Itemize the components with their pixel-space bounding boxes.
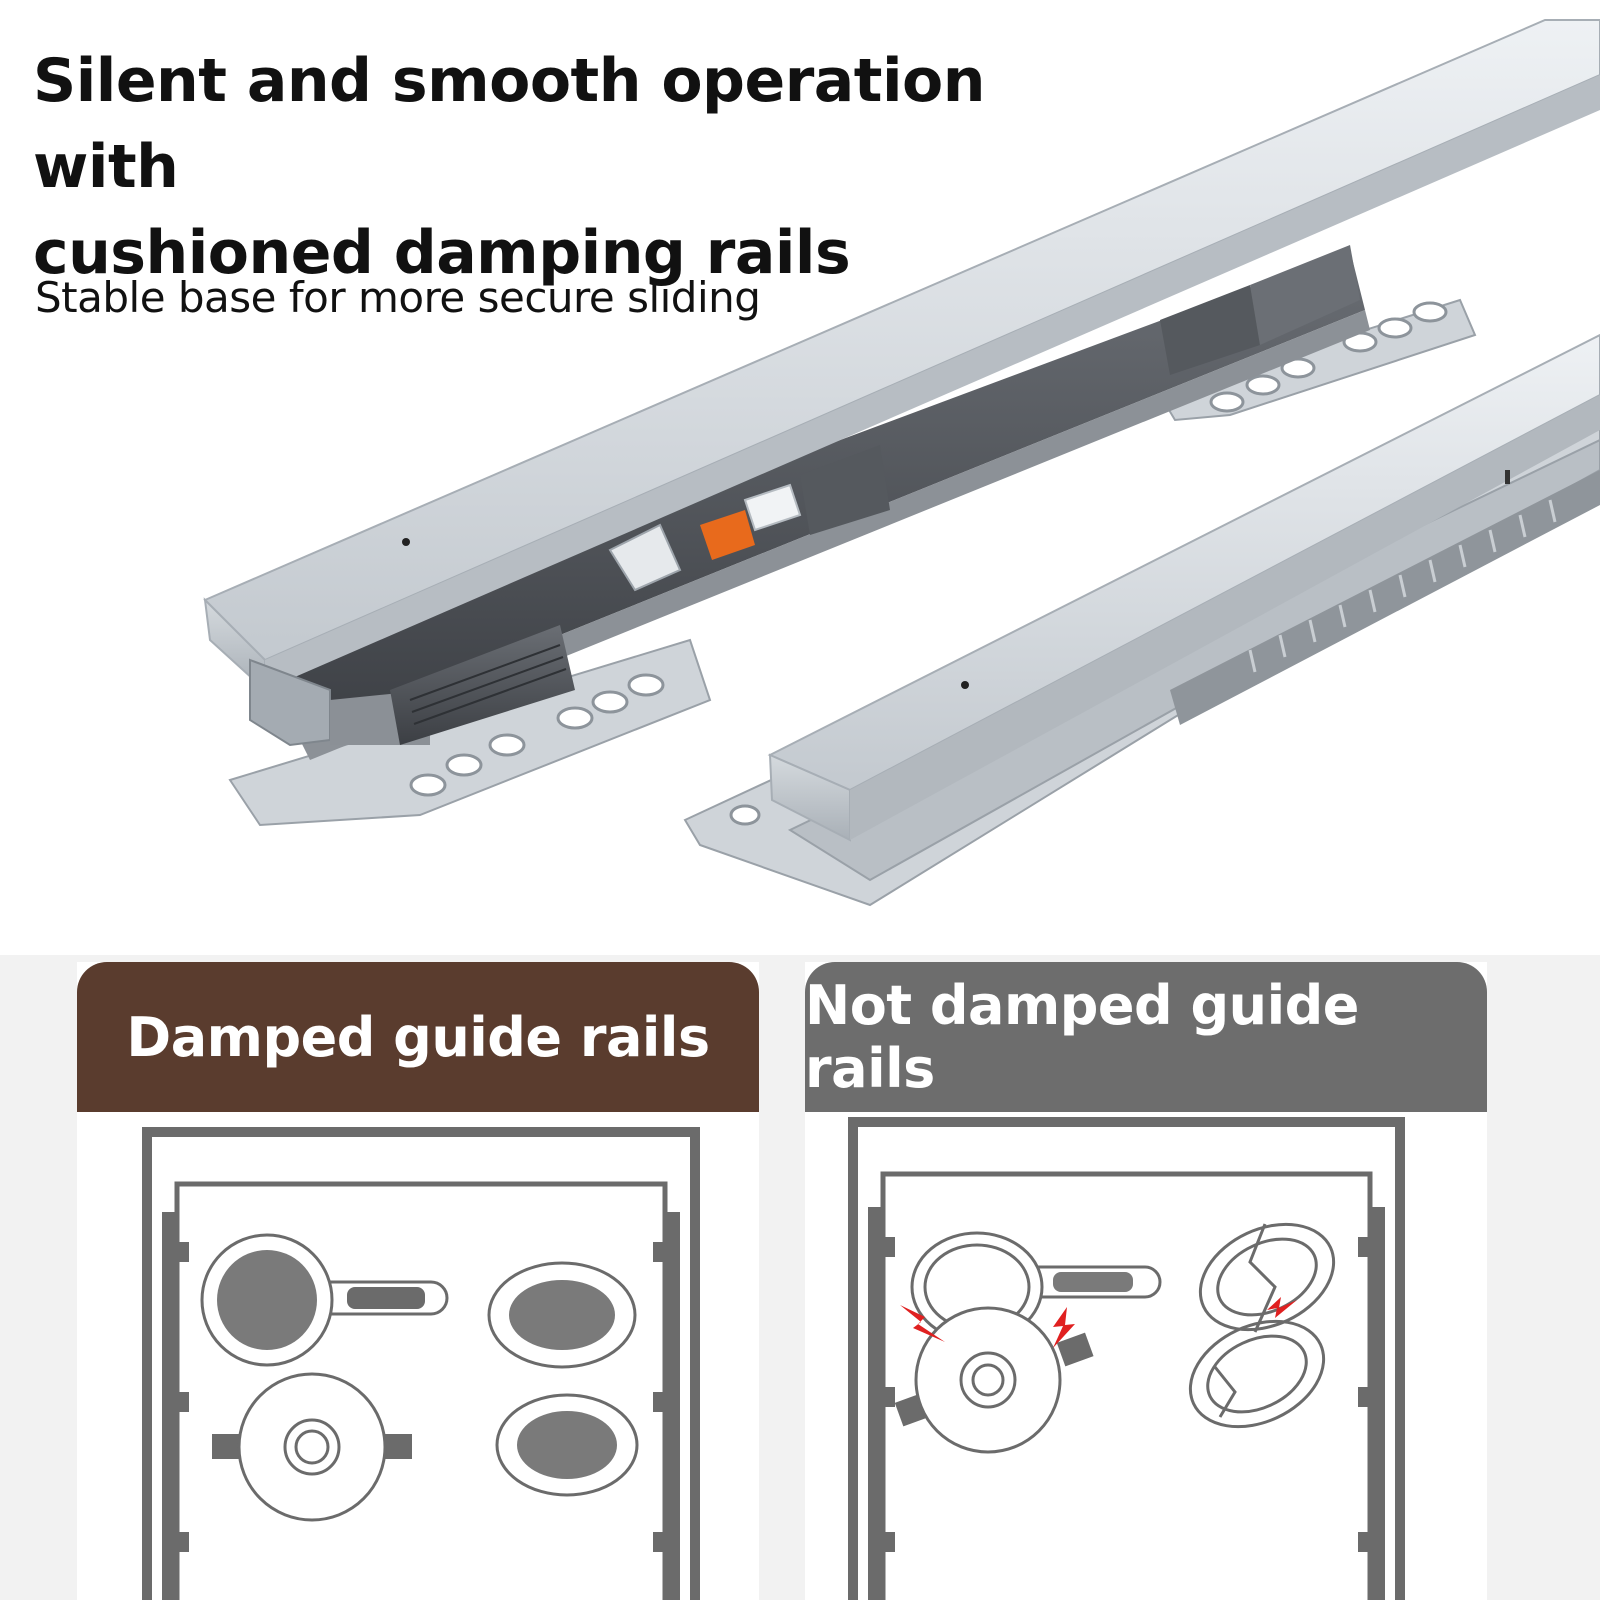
pan-icon	[200, 1233, 449, 1367]
pot-icon	[894, 1306, 1094, 1454]
cabinet-frame	[142, 1127, 700, 1600]
broken-plate-icon	[1188, 1222, 1336, 1429]
damped-drawer-diagram	[142, 1127, 700, 1600]
headline: Silent and smooth operation with cushion…	[33, 38, 1033, 296]
cabinet-frame	[848, 1117, 1405, 1600]
orange-latch	[700, 510, 755, 560]
plate-icon	[495, 1393, 639, 1497]
not-damped-drawer-diagram	[848, 1117, 1405, 1600]
not-damped-panel-header: Not damped guide rails	[805, 962, 1487, 1112]
not-damped-panel: Not damped guide rails	[805, 962, 1487, 1600]
rail-studs	[162, 1212, 680, 1600]
damped-rail-right	[683, 333, 1600, 907]
damped-rail-left	[203, 19, 1600, 827]
plate-icon	[487, 1261, 637, 1369]
headline-line-1: Silent and smooth operation with	[33, 46, 985, 202]
drawer-rails-illustration	[203, 19, 1600, 907]
damped-panel-header: Damped guide rails	[77, 962, 759, 1112]
pot-icon	[212, 1372, 412, 1522]
headline-line-2: cushioned damping rails	[33, 218, 851, 288]
plate-holes	[729, 804, 761, 826]
plate-holes	[409, 673, 665, 797]
impact-icon	[900, 1297, 1297, 1348]
damped-panel: Damped guide rails	[77, 962, 759, 1600]
subheadline: Stable base for more secure sliding	[35, 273, 761, 322]
mounting-plate	[228, 638, 712, 827]
rail-studs	[868, 1207, 1385, 1600]
